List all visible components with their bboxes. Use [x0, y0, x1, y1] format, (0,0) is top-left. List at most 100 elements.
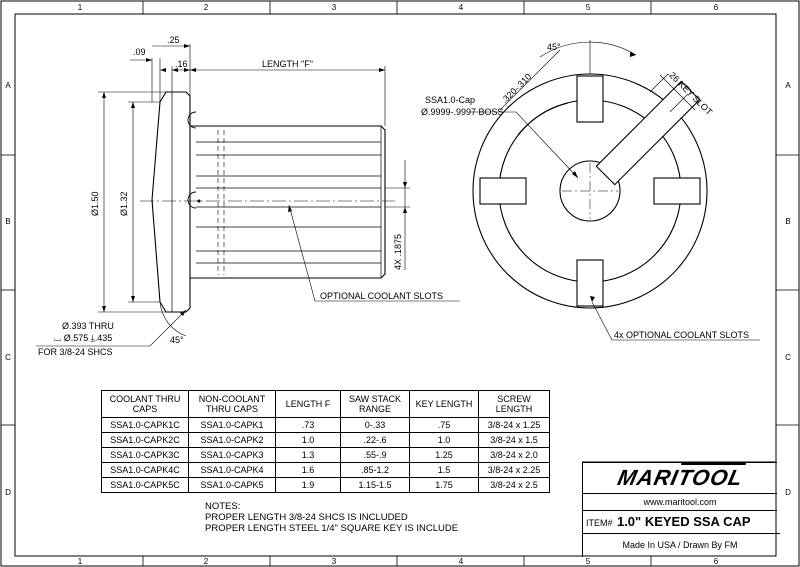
table-cell: SSA1.0-CAPK3: [188, 447, 276, 463]
inner-border: [14, 13, 777, 557]
company-logo: MARITOOL: [583, 463, 777, 494]
title-block: MARITOOL www.maritool.com ITEM# 1.0" KEY…: [582, 462, 780, 557]
table-cell: 1.15-1.5: [340, 477, 410, 493]
table-cell: SSA1.0-CAPK2C: [101, 432, 189, 448]
side-view-arrows: [102, 44, 407, 316]
hole-callout-line2: ⌴ Ø.575 ⤓.435: [54, 333, 112, 343]
table-cell: 1.0: [409, 432, 479, 448]
zone-col-1-top: 1: [78, 3, 83, 12]
table-cell: .75: [409, 417, 479, 433]
front-coolant-label: 4x OPTIONAL COOLANT SLOTS: [614, 330, 749, 340]
made-in-text: Made In USA / Drawn By FM: [622, 540, 738, 550]
front-view-dimensions: [470, 40, 760, 341]
logo-text-b: TOOL: [675, 465, 746, 490]
table-cell: 3/8-24 x 2.5: [478, 477, 550, 493]
zone-col-6-top: 6: [714, 3, 719, 12]
slot-width-label: 4X .1875: [393, 234, 403, 270]
table-cell: 3/8-24 x 2.25: [478, 462, 550, 478]
notes-line-2: PROPER LENGTH STEEL 1/4" SQUARE KEY IS I…: [205, 523, 459, 534]
table-cell: SSA1.0-CAPK5: [188, 477, 276, 493]
dia-132-label: Ø1.32: [119, 191, 129, 216]
table-row: SSA1.0-CAPK3C SSA1.0-CAPK3 1.3 .55-.9 1.…: [101, 447, 550, 463]
zone-row-c-left: C: [5, 353, 11, 362]
table-cell: 1.5: [409, 462, 479, 478]
table-row: SSA1.0-CAPK2C SSA1.0-CAPK2 1.0 .22-.6 1.…: [101, 432, 550, 448]
table-cell: 0-.33: [340, 417, 410, 433]
dim-09-label: .09: [133, 47, 146, 57]
header-key-length: KEY LENGTH: [409, 390, 479, 418]
front-view: [472, 73, 708, 309]
table-cell: 1.3: [275, 447, 341, 463]
hole-callout-line3: FOR 3/8-24 SHCS: [38, 347, 113, 357]
zone-col-3-top: 3: [332, 3, 337, 12]
zone-row-b-right: B: [785, 217, 790, 226]
cap-label: SSA1.0-Cap: [425, 95, 475, 105]
table-cell: .85-1.2: [340, 462, 410, 478]
table-cell: SSA1.0-CAPK4: [188, 462, 276, 478]
table-cell: .55-.9: [340, 447, 410, 463]
dim-25-label: .25: [167, 35, 180, 45]
chamfer-angle-label: 45°: [170, 335, 184, 345]
table-cell: SSA1.0-CAPK1: [188, 417, 276, 433]
zone-row-b-left: B: [5, 217, 10, 226]
zone-row-a-left: A: [5, 81, 11, 90]
table-cell: 3/8-24 x 1.5: [478, 432, 550, 448]
front-angle-label: 45°: [547, 42, 561, 52]
website-text: www.maritool.com: [583, 494, 777, 511]
header-length-f: LENGTH F: [275, 390, 341, 418]
length-f-label: LENGTH "F": [262, 59, 313, 69]
table-row: SSA1.0-CAPK1C SSA1.0-CAPK1 .73 0-.33 .75…: [101, 417, 550, 433]
table-cell: SSA1.0-CAPK1C: [101, 417, 189, 433]
notes-title: NOTES:: [205, 501, 241, 512]
zone-col-6-bottom: 6: [714, 557, 719, 566]
table-cell: SSA1.0-CAPK2: [188, 432, 276, 448]
side-coolant-label: OPTIONAL COOLANT SLOTS: [320, 291, 443, 301]
table-cell: 3/8-24 x 2.0: [478, 447, 550, 463]
table-cell: 1.0: [275, 432, 341, 448]
zone-row-d-left: D: [5, 488, 11, 497]
zone-col-1-bottom: 1: [78, 557, 83, 566]
table-row: SSA1.0-CAPK5C SSA1.0-CAPK5 1.9 1.15-1.5 …: [101, 477, 550, 493]
zone-row-d-right: D: [785, 488, 791, 497]
hole-callout-line1: Ø.393 THRU: [62, 321, 114, 331]
item-number-value: 1.0" KEYED SSA CAP: [616, 514, 751, 529]
table-cell: 1.25: [409, 447, 479, 463]
side-view: [140, 91, 395, 313]
table-cell: SSA1.0-CAPK3C: [101, 447, 189, 463]
table-cell: .22-.6: [340, 432, 410, 448]
zone-col-5-bottom: 5: [586, 557, 591, 566]
notes-block: NOTES: PROPER LENGTH 3/8-24 SHCS IS INCL…: [205, 501, 458, 534]
zone-col-2-top: 2: [204, 3, 209, 12]
zone-col-4-top: 4: [459, 3, 464, 12]
table-row: SSA1.0-CAPK4C SSA1.0-CAPK4 1.6 .85-1.2 1…: [101, 462, 550, 478]
logo-text-a: MARI: [614, 465, 681, 490]
boss-label: Ø.9999-.9997 BOSS: [421, 107, 504, 117]
table-cell: 1.9: [275, 477, 341, 493]
zone-col-5-top: 5: [586, 3, 591, 12]
table-cell: 3/8-24 x 1.25: [478, 417, 550, 433]
table-cell: 1.75: [409, 477, 479, 493]
notes-line-1: PROPER LENGTH 3/8-24 SHCS IS INCLUDED: [205, 512, 408, 523]
dim-16-label: .16: [175, 59, 188, 69]
table-cell: .73: [275, 417, 341, 433]
side-view-dimensions: [36, 44, 460, 347]
item-number-label: ITEM#: [586, 518, 613, 528]
front-view-arrows: [572, 52, 636, 302]
table-cell: 1.6: [275, 462, 341, 478]
table-cell: SSA1.0-CAPK4C: [101, 462, 189, 478]
zone-row-a-right: A: [785, 81, 791, 90]
table-cell: SSA1.0-CAPK5C: [101, 477, 189, 493]
dia-150-label: Ø1.50: [90, 191, 100, 216]
zone-row-c-right: C: [785, 353, 791, 362]
zone-col-3-bottom: 3: [332, 557, 337, 566]
zone-col-4-bottom: 4: [459, 557, 464, 566]
